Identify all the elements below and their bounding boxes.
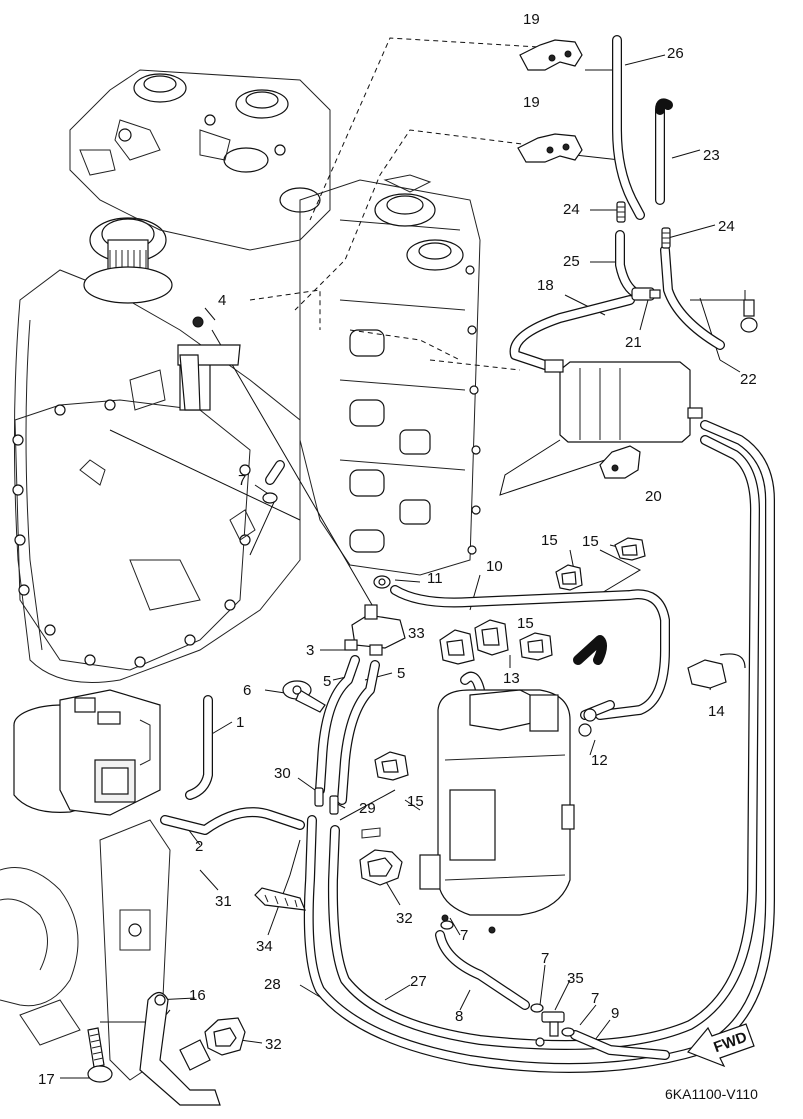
callout-14: 14 [708, 703, 725, 720]
callout-32-center: 32 [396, 910, 413, 927]
t-joint-35 [535, 1011, 565, 1047]
bolt-4 [177, 316, 241, 411]
callout-7-lower-left: 7 [460, 927, 468, 944]
callout-4: 4 [218, 292, 226, 309]
callout-32-lower: 32 [265, 1036, 282, 1053]
clip-7-upper [262, 492, 278, 504]
protector-34 [254, 887, 306, 911]
clip-7-lower-c [440, 920, 454, 930]
callout-15-b: 15 [582, 533, 599, 550]
fitting-30 [314, 787, 324, 807]
callout-26: 26 [667, 45, 684, 62]
callout-34: 34 [256, 938, 273, 955]
holder-15-b [614, 537, 646, 561]
vapor-separator-assembly [419, 689, 597, 934]
callout-1: 1 [236, 714, 244, 731]
holder-32-center [359, 827, 403, 886]
holder-15-a [555, 564, 583, 591]
callout-15-d: 15 [407, 793, 424, 810]
callout-17: 17 [38, 1071, 55, 1088]
callout-7-lower-mid: 7 [541, 950, 549, 967]
callout-22: 22 [740, 371, 757, 388]
callout-13: 13 [503, 670, 520, 687]
clamp-6 [282, 680, 326, 713]
callout-10: 10 [486, 558, 503, 575]
engine-block [12, 69, 481, 683]
clip-12 [578, 723, 592, 737]
holder-33 [439, 629, 475, 665]
callout-7-upper: 7 [238, 472, 246, 489]
clamp-19-upper [519, 39, 583, 71]
bleed-screw [740, 299, 758, 333]
callout-35: 35 [567, 970, 584, 987]
callout-8: 8 [455, 1008, 463, 1025]
callout-2: 2 [195, 838, 203, 855]
callout-29: 29 [359, 800, 376, 817]
flywheel-gear [83, 217, 173, 304]
callout-15-a: 15 [541, 532, 558, 549]
electrical-box [13, 689, 161, 816]
callout-33: 33 [408, 625, 425, 642]
fwd-arrow: FWD [687, 1023, 755, 1068]
callout-27: 27 [410, 973, 427, 990]
clip-7-lower-b [561, 1027, 575, 1037]
callout-15-c: 15 [517, 615, 534, 632]
callout-19-upper: 19 [523, 11, 540, 28]
holder-13 [474, 619, 509, 656]
cylinder-head-front [299, 174, 481, 576]
clip-7-lower-a [530, 1003, 544, 1013]
callout-9: 9 [611, 1005, 619, 1022]
gasket-bolts [12, 399, 251, 668]
joint-21 [631, 287, 661, 301]
callout-20: 20 [645, 488, 662, 505]
callout-11: 11 [427, 570, 443, 587]
fitting-24-left [616, 201, 626, 223]
callout-12: 12 [591, 752, 608, 769]
cylinder-head-rear [69, 69, 331, 251]
holder-15-c [519, 632, 553, 661]
fitting-29 [329, 795, 339, 815]
holder-15-d [374, 751, 409, 781]
callout-6: 6 [243, 682, 251, 699]
dashed-reference-lines [249, 37, 556, 371]
callout-19-lower: 19 [523, 94, 540, 111]
fitting-24-right [661, 227, 671, 249]
callout-28: 28 [264, 976, 281, 993]
callout-31: 31 [215, 893, 232, 910]
callout-21: 21 [625, 334, 642, 351]
clamp-20 [599, 445, 641, 479]
callout-24-right: 24 [718, 218, 735, 235]
callout-25: 25 [563, 253, 580, 270]
callout-30: 30 [274, 765, 291, 782]
callout-5-right: 5 [397, 665, 405, 682]
clip-11 [373, 575, 391, 589]
bolt-17 [87, 1027, 113, 1083]
holder-32-lower [204, 1017, 246, 1056]
head-bolts [465, 265, 481, 555]
callout-16: 16 [189, 987, 206, 1004]
callout-18: 18 [537, 277, 554, 294]
holder-14 [687, 653, 746, 689]
vapor-canister [544, 359, 703, 443]
callout-3: 3 [306, 642, 314, 659]
callout-5-left: 5 [323, 673, 331, 690]
vsv-3 [344, 604, 406, 656]
callout-24-left: 24 [563, 201, 580, 218]
callout-labels: 19 19 26 23 24 24 25 18 21 22 4 20 7 15 … [38, 11, 757, 1088]
bracket-16 [139, 991, 221, 1106]
intake-ports [349, 329, 431, 553]
callout-23: 23 [703, 147, 720, 164]
diagram-code: 6KA1100-V110 [665, 1086, 758, 1102]
callout-7-lower-right: 7 [591, 990, 599, 1007]
clamp-19-lower [517, 133, 583, 163]
